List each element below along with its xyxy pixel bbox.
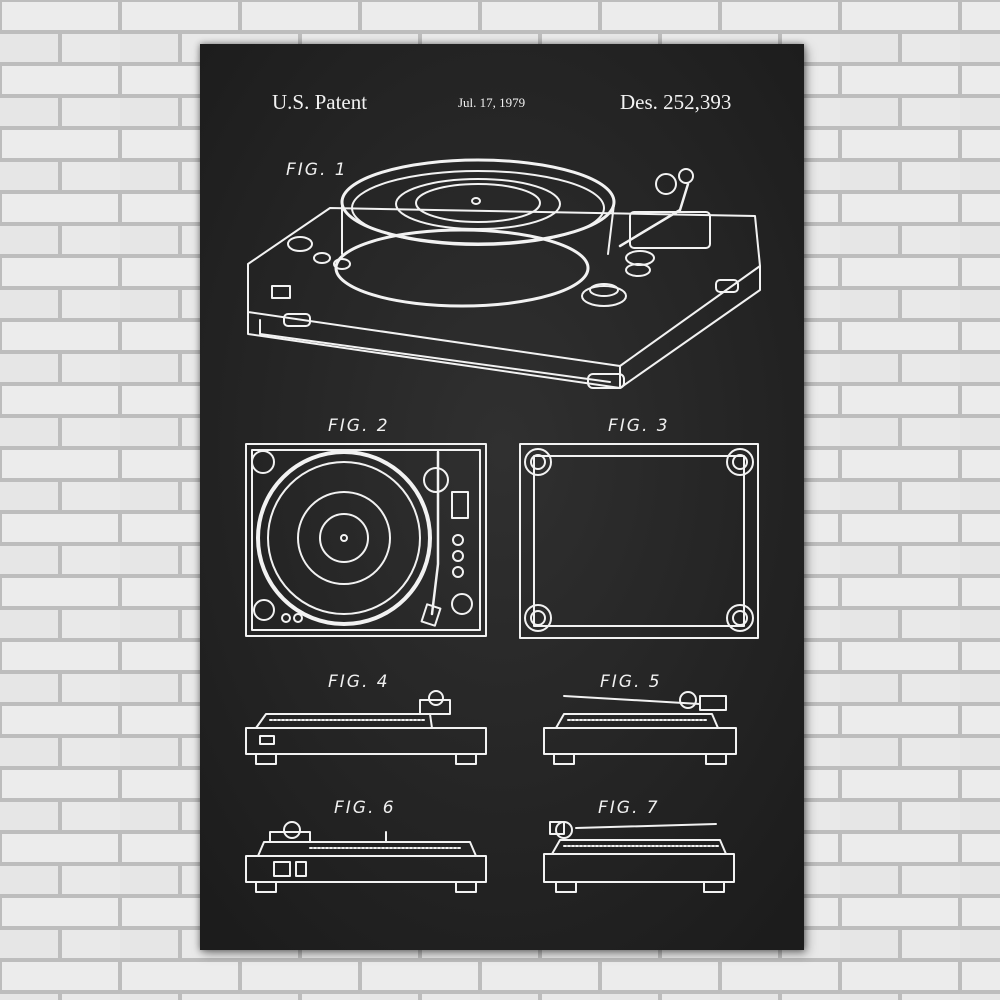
fig7-label: FIG. 7 bbox=[598, 798, 660, 818]
fig1-label: FIG. 1 bbox=[286, 160, 348, 180]
fig3-label: FIG. 3 bbox=[608, 416, 670, 436]
fig6-label: FIG. 6 bbox=[334, 798, 396, 818]
fig4-label: FIG. 4 bbox=[328, 672, 390, 692]
patent-header-label: U.S. Patent bbox=[272, 90, 368, 114]
fig5-turntable-side-view bbox=[543, 691, 737, 765]
fig3-turntable-bottom-view bbox=[519, 443, 759, 639]
fig2-label: FIG. 2 bbox=[328, 416, 390, 436]
fig7-turntable-side-view-2 bbox=[543, 821, 735, 893]
fig5-label: FIG. 5 bbox=[600, 672, 662, 692]
patent-date: Jul. 17, 1979 bbox=[458, 95, 526, 110]
fig2-turntable-top-view bbox=[245, 443, 487, 637]
patent-number: Des. 252,393 bbox=[620, 90, 732, 114]
fig1-turntable-perspective bbox=[247, 158, 761, 389]
patent-drawing bbox=[200, 44, 804, 950]
patent-poster: U.S. Patent Jul. 17, 1979 Des. 252,393 F… bbox=[200, 44, 804, 950]
fig4-turntable-front-view bbox=[245, 690, 487, 765]
fig6-turntable-rear-view bbox=[245, 821, 487, 893]
